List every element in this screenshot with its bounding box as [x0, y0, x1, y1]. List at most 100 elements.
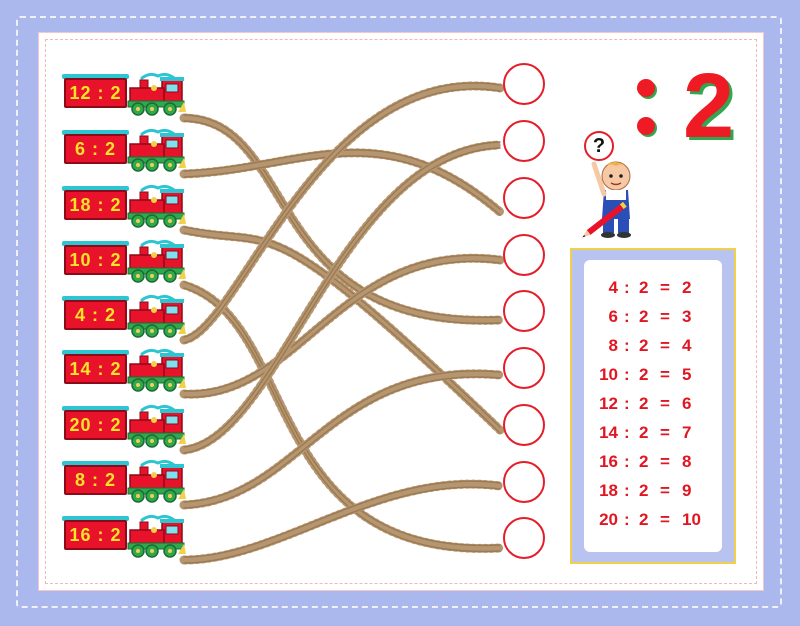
- train-locomotive-icon: [127, 459, 186, 503]
- divisor: 2: [639, 510, 649, 529]
- dividend: 6: [608, 307, 618, 326]
- divisor: 2: [639, 278, 649, 297]
- quotient: 4: [682, 336, 692, 355]
- table-row: 12 : 2 = 6: [584, 390, 722, 420]
- dividend: 10: [599, 365, 618, 384]
- divisor: 2: [639, 481, 649, 500]
- quotient: 9: [682, 481, 692, 500]
- train-locomotive-icon: [127, 72, 186, 116]
- title-number: 2: [683, 55, 735, 157]
- wagon-roof: [62, 186, 129, 191]
- answer-circle-3[interactable]: [503, 177, 545, 219]
- operator: :: [624, 510, 630, 529]
- wagon-label: 20 : 2: [64, 410, 127, 440]
- dividend: 14: [599, 423, 618, 442]
- wagon-roof: [62, 130, 129, 135]
- wagon-label: 6 : 2: [64, 134, 127, 164]
- answer-circle-8[interactable]: [503, 461, 545, 503]
- train-7[interactable]: 20 : 2: [62, 404, 186, 450]
- equals: =: [660, 452, 670, 471]
- quotient: 6: [682, 394, 692, 413]
- table-row: 16 : 2 = 8: [584, 448, 722, 478]
- table-row: 8 : 2 = 4: [584, 332, 722, 362]
- divisor: 2: [639, 336, 649, 355]
- train-3[interactable]: 18 : 2: [62, 184, 186, 230]
- wagon-label: 10 : 2: [64, 245, 127, 275]
- wagon-label: 12 : 2: [64, 78, 127, 108]
- wagon-roof: [62, 406, 129, 411]
- answer-circle-4[interactable]: [503, 234, 545, 276]
- table-row: 20 : 2 = 10: [584, 506, 722, 536]
- dividend: 8: [608, 336, 618, 355]
- train-5[interactable]: 4 : 2: [62, 294, 186, 340]
- equals: =: [660, 510, 670, 529]
- dividend: 20: [599, 510, 618, 529]
- wagon-label: 8 : 2: [64, 465, 127, 495]
- quotient: 5: [682, 365, 692, 384]
- equals: =: [660, 423, 670, 442]
- wagon-label: 14 : 2: [64, 354, 127, 384]
- table-row: 6 : 2 = 3: [584, 303, 722, 333]
- train-locomotive-icon: [127, 404, 186, 448]
- train-9[interactable]: 16 : 2: [62, 514, 186, 560]
- operator: :: [624, 394, 630, 413]
- division-table-card: 4 : 2 = 2 6 : 2 = 3 8 : 2 = 4 10 : 2 = 5: [570, 248, 736, 564]
- train-locomotive-icon: [127, 514, 186, 558]
- operator: :: [624, 423, 630, 442]
- answer-circle-1[interactable]: [503, 63, 545, 105]
- wagon-roof: [62, 296, 129, 301]
- wagon-roof: [62, 241, 129, 246]
- title-colon: [637, 79, 657, 137]
- wagon-roof: [62, 350, 129, 355]
- wagon-roof: [62, 74, 129, 79]
- dividend: 4: [608, 278, 618, 297]
- divisor: 2: [639, 452, 649, 471]
- train-6[interactable]: 14 : 2: [62, 348, 186, 394]
- quotient: 10: [682, 510, 701, 529]
- table-row: 18 : 2 = 9: [584, 477, 722, 507]
- operator: :: [624, 278, 630, 297]
- operator: :: [624, 307, 630, 326]
- divisor: 2: [639, 394, 649, 413]
- sheet-stitch-border: [45, 39, 757, 584]
- operator: :: [624, 452, 630, 471]
- quotient: 2: [682, 278, 692, 297]
- answer-circle-7[interactable]: [503, 404, 545, 446]
- wagon-roof: [62, 461, 129, 466]
- train-locomotive-icon: [127, 128, 186, 172]
- operator: :: [624, 481, 630, 500]
- dividend: 18: [599, 481, 618, 500]
- question-mark-icon: ?: [584, 131, 614, 161]
- train-locomotive-icon: [127, 239, 186, 283]
- train-locomotive-icon: [127, 294, 186, 338]
- table-row: 14 : 2 = 7: [584, 419, 722, 449]
- answer-circle-5[interactable]: [503, 290, 545, 332]
- train-8[interactable]: 8 : 2: [62, 459, 186, 505]
- train-4[interactable]: 10 : 2: [62, 239, 186, 285]
- answer-circle-2[interactable]: [503, 120, 545, 162]
- equals: =: [660, 278, 670, 297]
- frame-stitch: [16, 16, 782, 608]
- train-1[interactable]: 12 : 2: [62, 72, 186, 118]
- answer-circle-9[interactable]: [503, 517, 545, 559]
- wagon-label: 4 : 2: [64, 300, 127, 330]
- train-2[interactable]: 6 : 2: [62, 128, 186, 174]
- equals: =: [660, 481, 670, 500]
- operator: :: [624, 365, 630, 384]
- divisor: 2: [639, 365, 649, 384]
- wagon-roof: [62, 516, 129, 521]
- equals: =: [660, 336, 670, 355]
- quotient: 7: [682, 423, 692, 442]
- wagon-label: 18 : 2: [64, 190, 127, 220]
- divisor: 2: [639, 307, 649, 326]
- boy-with-pencil-icon: [582, 161, 631, 238]
- answer-circle-6[interactable]: [503, 347, 545, 389]
- equals: =: [660, 307, 670, 326]
- table-row: 10 : 2 = 5: [584, 361, 722, 391]
- divisor: 2: [639, 423, 649, 442]
- division-table: 4 : 2 = 2 6 : 2 = 3 8 : 2 = 4 10 : 2 = 5: [584, 260, 722, 552]
- equals: =: [660, 394, 670, 413]
- train-locomotive-icon: [127, 184, 186, 228]
- wagon-label: 16 : 2: [64, 520, 127, 550]
